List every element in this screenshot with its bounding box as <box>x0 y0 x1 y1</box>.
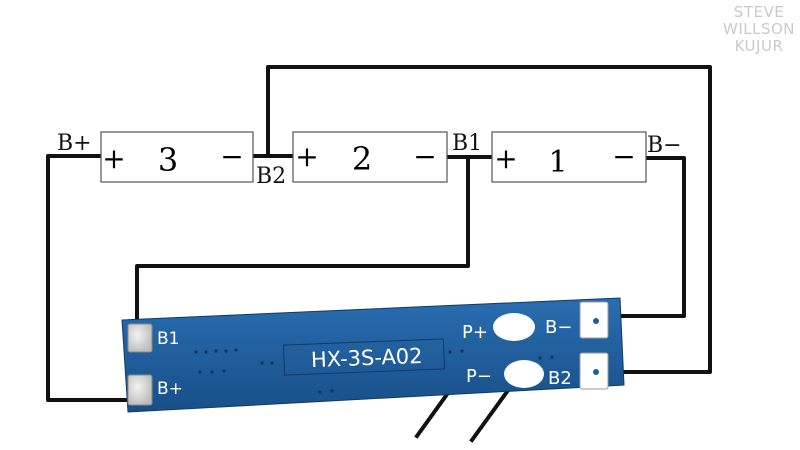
wire-b-minus-to-board <box>602 156 686 318</box>
cell-3-number: 3 <box>158 141 178 179</box>
cell-1-plus: + <box>494 142 517 175</box>
node-labels: B+ B2 B1 B− <box>57 131 682 189</box>
board-label-b2: B2 <box>548 368 572 389</box>
cell-3-plus: + <box>102 142 125 175</box>
cell-3: + 3 − <box>100 131 254 183</box>
cell-1: + 1 − <box>491 131 647 183</box>
board-silkscreen-frame <box>282 338 446 376</box>
board-label-b-plus: B+ <box>157 379 183 399</box>
pad-p-minus <box>504 360 544 388</box>
pad-b1-left <box>127 323 153 353</box>
cell-1-number: 1 <box>548 145 567 180</box>
wire-b-plus-to-board <box>46 154 137 402</box>
wire-b1-to-board <box>135 156 470 340</box>
board-label-b1: B1 <box>157 329 179 349</box>
watermark-line-1: STEVE <box>733 3 785 21</box>
board-label-p-minus: P− <box>466 366 492 387</box>
board-label-p-plus: P+ <box>462 322 488 343</box>
board-label-b-minus: B− <box>545 317 572 338</box>
watermark-line-2: WILLSON <box>722 20 796 38</box>
cell-2-number: 2 <box>352 140 372 178</box>
node-label-b1: B1 <box>452 131 482 156</box>
node-label-b-minus: B− <box>647 133 682 158</box>
cell-2: + 2 − <box>292 131 448 183</box>
pad-p-plus <box>493 313 535 341</box>
pad-b-plus-left <box>127 374 153 406</box>
bms-board: HX-3S-A02 B1 B+ P+ P− B− B2 <box>121 297 625 413</box>
watermark-line-3: KUJUR <box>734 37 784 55</box>
cell-3-minus: − <box>220 140 243 173</box>
cell-2-minus: − <box>413 140 436 173</box>
board-vias <box>194 348 554 394</box>
node-label-b-plus: B+ <box>57 131 92 156</box>
node-label-b2: B2 <box>256 164 286 189</box>
board-model-label: HX-3S-A02 <box>311 344 423 372</box>
cell-1-minus: − <box>612 140 635 173</box>
cell-2-plus: + <box>295 140 318 173</box>
wire-b2-top-loop <box>266 65 712 374</box>
watermark: STEVE WILLSON KUJUR <box>720 4 798 55</box>
